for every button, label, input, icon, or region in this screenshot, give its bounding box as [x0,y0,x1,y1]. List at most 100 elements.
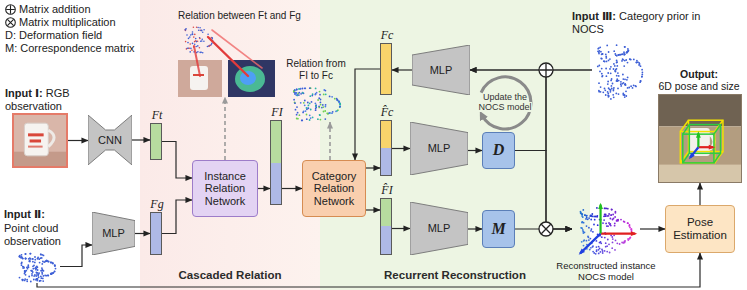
point [310,87,312,89]
photo-thumbnail [228,60,275,97]
point [602,91,604,93]
point [624,60,626,62]
point [207,46,209,48]
point [602,53,604,55]
text-block: Relation between Ft and Fg [178,10,318,22]
relation-illustration: Relation between Ft and Fg [178,24,275,97]
point [617,219,619,221]
point [294,102,296,104]
point [21,256,23,258]
point [19,256,21,258]
point [300,93,302,95]
point [614,223,616,225]
point [627,238,629,240]
point [622,242,624,244]
point [610,235,612,237]
point [45,260,47,262]
relation-illustration: Relation from FI to Fc [288,84,346,122]
network-box: Instance Relation Network [192,160,258,217]
point [294,89,296,91]
point [590,247,592,249]
point [186,34,188,36]
point [598,249,600,251]
connector [470,70,546,151]
mug-handle [48,130,54,146]
process-box: Pose Estimation [665,205,735,253]
point [592,245,594,247]
point [613,68,615,70]
point [338,101,340,103]
point [51,273,53,275]
point [583,245,585,247]
point [304,104,306,106]
point [319,114,321,116]
point [598,253,600,255]
point [627,51,629,53]
connector [546,70,592,229]
relation-line [194,46,200,76]
point [47,275,49,277]
point [629,58,631,60]
point [623,51,625,53]
point [638,64,640,66]
point [31,275,33,277]
point [21,262,23,264]
symbol-circle [6,5,16,15]
point [324,118,326,120]
text-block: Input Ⅰ:RGB observation [5,87,91,113]
point [614,70,616,72]
point [598,246,600,248]
point [628,87,630,89]
picture [659,95,741,182]
point [596,249,598,251]
point [50,273,52,275]
point [600,251,602,253]
point [604,250,606,252]
text-block: Ft [143,108,171,122]
point [52,272,54,274]
point [22,257,24,259]
node-label: Relation from FI to Fc [286,58,345,81]
point [29,257,31,259]
point [309,119,311,121]
point [298,94,300,96]
point [46,260,48,262]
point [39,262,41,264]
point [40,276,42,278]
point [310,117,312,119]
picture [592,38,648,102]
reconstructed-model: Reconstructed instance NOCS model [572,200,640,258]
point [583,240,585,242]
point [616,68,618,70]
point [592,246,594,248]
point [607,91,609,93]
legend: Matrix additionMatrix multiplicationD: D… [3,3,135,55]
point [587,218,589,220]
point [196,27,198,29]
picture [14,115,66,166]
point [616,80,618,82]
point [309,103,311,105]
point [627,50,629,52]
point [615,212,617,214]
point [639,81,641,83]
node-label: FI [271,105,282,119]
point [584,214,586,216]
point [616,220,618,222]
point [608,51,610,53]
point [624,221,626,223]
point [595,253,597,255]
point [296,106,298,108]
point [624,46,626,48]
point [611,85,613,87]
feature-bar: F̂I [380,198,392,255]
point [601,236,603,238]
point [581,213,583,215]
point [624,84,626,86]
point [626,51,628,53]
point [21,264,23,266]
point [582,216,584,218]
point [583,222,585,224]
point [190,48,192,50]
